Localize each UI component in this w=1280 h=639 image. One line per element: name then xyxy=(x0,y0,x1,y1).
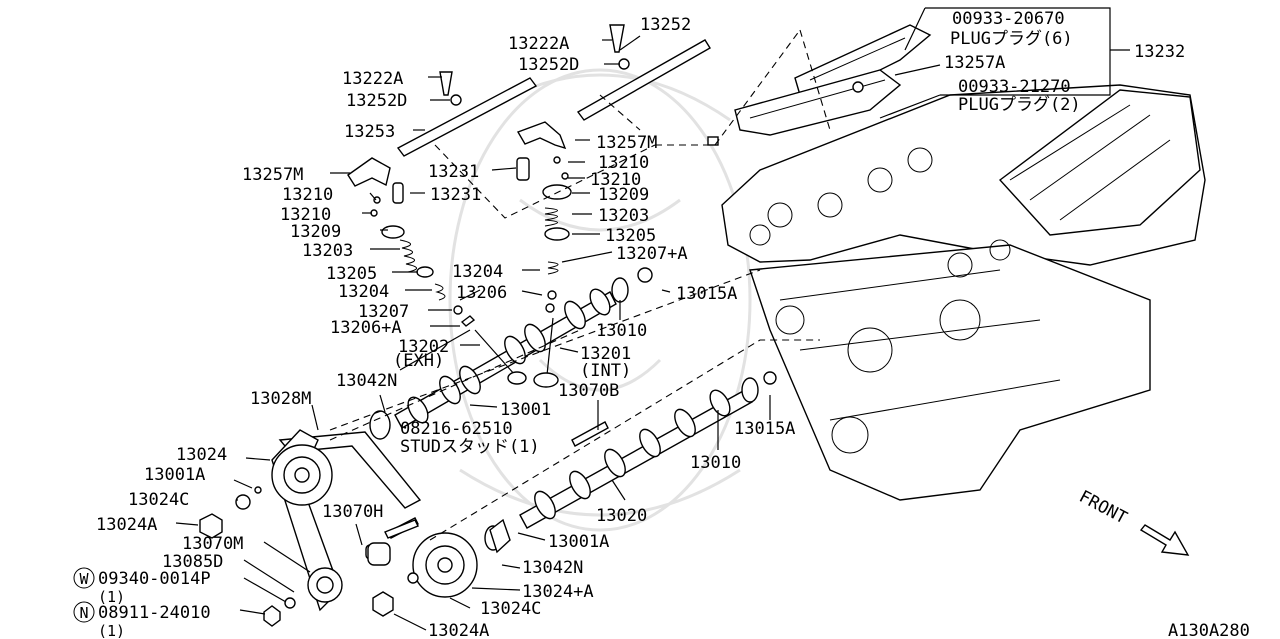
label-13010-2: 13010 xyxy=(690,453,741,473)
label-13231-2: 13231 xyxy=(430,185,481,205)
label-13001a-2: 13001A xyxy=(548,532,609,552)
label-13206-1: 13206 xyxy=(456,283,507,303)
label-13070h: 13070H xyxy=(322,502,383,522)
label-13201: 13201 xyxy=(580,344,631,364)
label-13252: 13252 xyxy=(640,15,691,35)
cylinder-head-and-block xyxy=(721,84,1206,501)
label-13252d-1: 13252D xyxy=(518,55,579,75)
label-13232: 13232 xyxy=(1134,42,1185,62)
label-13209-1: 13209 xyxy=(598,185,649,205)
label-n-part-number: 08911-24010 xyxy=(98,603,211,623)
intake-camshaft xyxy=(519,389,753,529)
w-marker-label: W xyxy=(79,570,89,588)
label-13253: 13253 xyxy=(344,122,395,142)
timing-belt-assembly xyxy=(199,410,511,627)
label-13024c-1: 13024C xyxy=(128,490,189,510)
label-plug6-number: 00933-20670 xyxy=(952,9,1065,29)
label-13210-3: 13210 xyxy=(282,185,333,205)
label-13257a: 13257A xyxy=(944,53,1005,73)
front-direction-label: FRONT xyxy=(1076,487,1131,529)
label-13015a-1: 13015A xyxy=(676,284,737,304)
label-13209-2: 13209 xyxy=(290,222,341,242)
label-13010-1: 13010 xyxy=(596,321,647,341)
label-plug2-name: PLUGプラグ(2) xyxy=(958,95,1081,115)
label-13257m-1: 13257M xyxy=(596,133,657,153)
label-13252d-2: 13252D xyxy=(346,91,407,111)
label-13205-2: 13205 xyxy=(326,264,377,284)
label-w-part-number: 09340-0014P xyxy=(98,569,211,589)
exhaust-camshaft xyxy=(394,288,617,429)
label-13070b: 13070B xyxy=(558,381,619,401)
label-13085d: 13085D xyxy=(162,552,223,572)
leader-lines xyxy=(175,7,1130,631)
label-13024: 13024 xyxy=(176,445,227,465)
label-13024a-plus: 13024+A xyxy=(522,582,594,602)
label-13203-2: 13203 xyxy=(302,241,353,261)
rocker-shafts xyxy=(396,24,711,157)
label-stud-number: 08216-62510 xyxy=(400,419,513,439)
label-13001: 13001 xyxy=(500,400,551,420)
label-13024c-2: 13024C xyxy=(480,599,541,619)
label-13204-1: 13204 xyxy=(452,262,503,282)
label-13206a-2: 13206+A xyxy=(330,318,402,338)
reference-lines xyxy=(329,29,831,541)
label-13204-2: 13204 xyxy=(338,282,389,302)
valve-cover-gasket xyxy=(707,24,932,146)
front-arrow xyxy=(1139,524,1190,556)
label-stud-name: STUDスタッド(1) xyxy=(400,437,540,457)
label-13222a-1: 13222A xyxy=(508,34,569,54)
label-13201-sub: (INT) xyxy=(580,361,631,381)
label-plug2-number: 00933-21270 xyxy=(958,77,1071,97)
label-13024a-1: 13024A xyxy=(96,515,157,535)
label-13042n-2: 13042N xyxy=(522,558,583,578)
label-13210-2: 13210 xyxy=(590,170,641,190)
label-w-qty: (1) xyxy=(98,588,125,606)
label-13203-1: 13203 xyxy=(598,206,649,226)
label-13222a-2: 13222A xyxy=(342,69,403,89)
watermark-emblem xyxy=(448,68,752,532)
label-n-qty: (1) xyxy=(98,622,125,639)
label-13202: 13202 xyxy=(398,337,449,357)
label-13231-1: 13231 xyxy=(428,162,479,182)
intake-valve-stack xyxy=(516,121,572,313)
label-13042n-1: 13042N xyxy=(336,371,397,391)
label-13001a-1: 13001A xyxy=(144,465,205,485)
label-13070m: 13070M xyxy=(182,534,243,554)
label-13207-2: 13207 xyxy=(358,302,409,322)
label-plug6-name: PLUGプラグ(6) xyxy=(950,29,1073,49)
label-13210-4: 13210 xyxy=(280,205,331,225)
label-13024a-2: 13024A xyxy=(428,621,489,639)
label-13028m: 13028M xyxy=(250,389,311,409)
washer-marker: W xyxy=(73,567,95,589)
label-13202-sub: (EXH) xyxy=(393,351,444,371)
label-13205-1: 13205 xyxy=(605,226,656,246)
n-marker-label: N xyxy=(79,604,88,622)
label-13257m-2: 13257M xyxy=(242,165,303,185)
exhaust-valve-stack xyxy=(347,157,476,327)
label-13207a-1: 13207+A xyxy=(616,244,688,264)
diagram-code: A130A280 xyxy=(1168,621,1250,639)
label-13015a-2: 13015A xyxy=(734,419,795,439)
label-13020: 13020 xyxy=(596,506,647,526)
label-13210-1: 13210 xyxy=(598,153,649,173)
part-labels: 13252 13222A 13252D 13222A 13252D 13253 … xyxy=(96,9,1250,639)
nut-marker: N xyxy=(73,601,95,623)
valves xyxy=(474,317,559,388)
